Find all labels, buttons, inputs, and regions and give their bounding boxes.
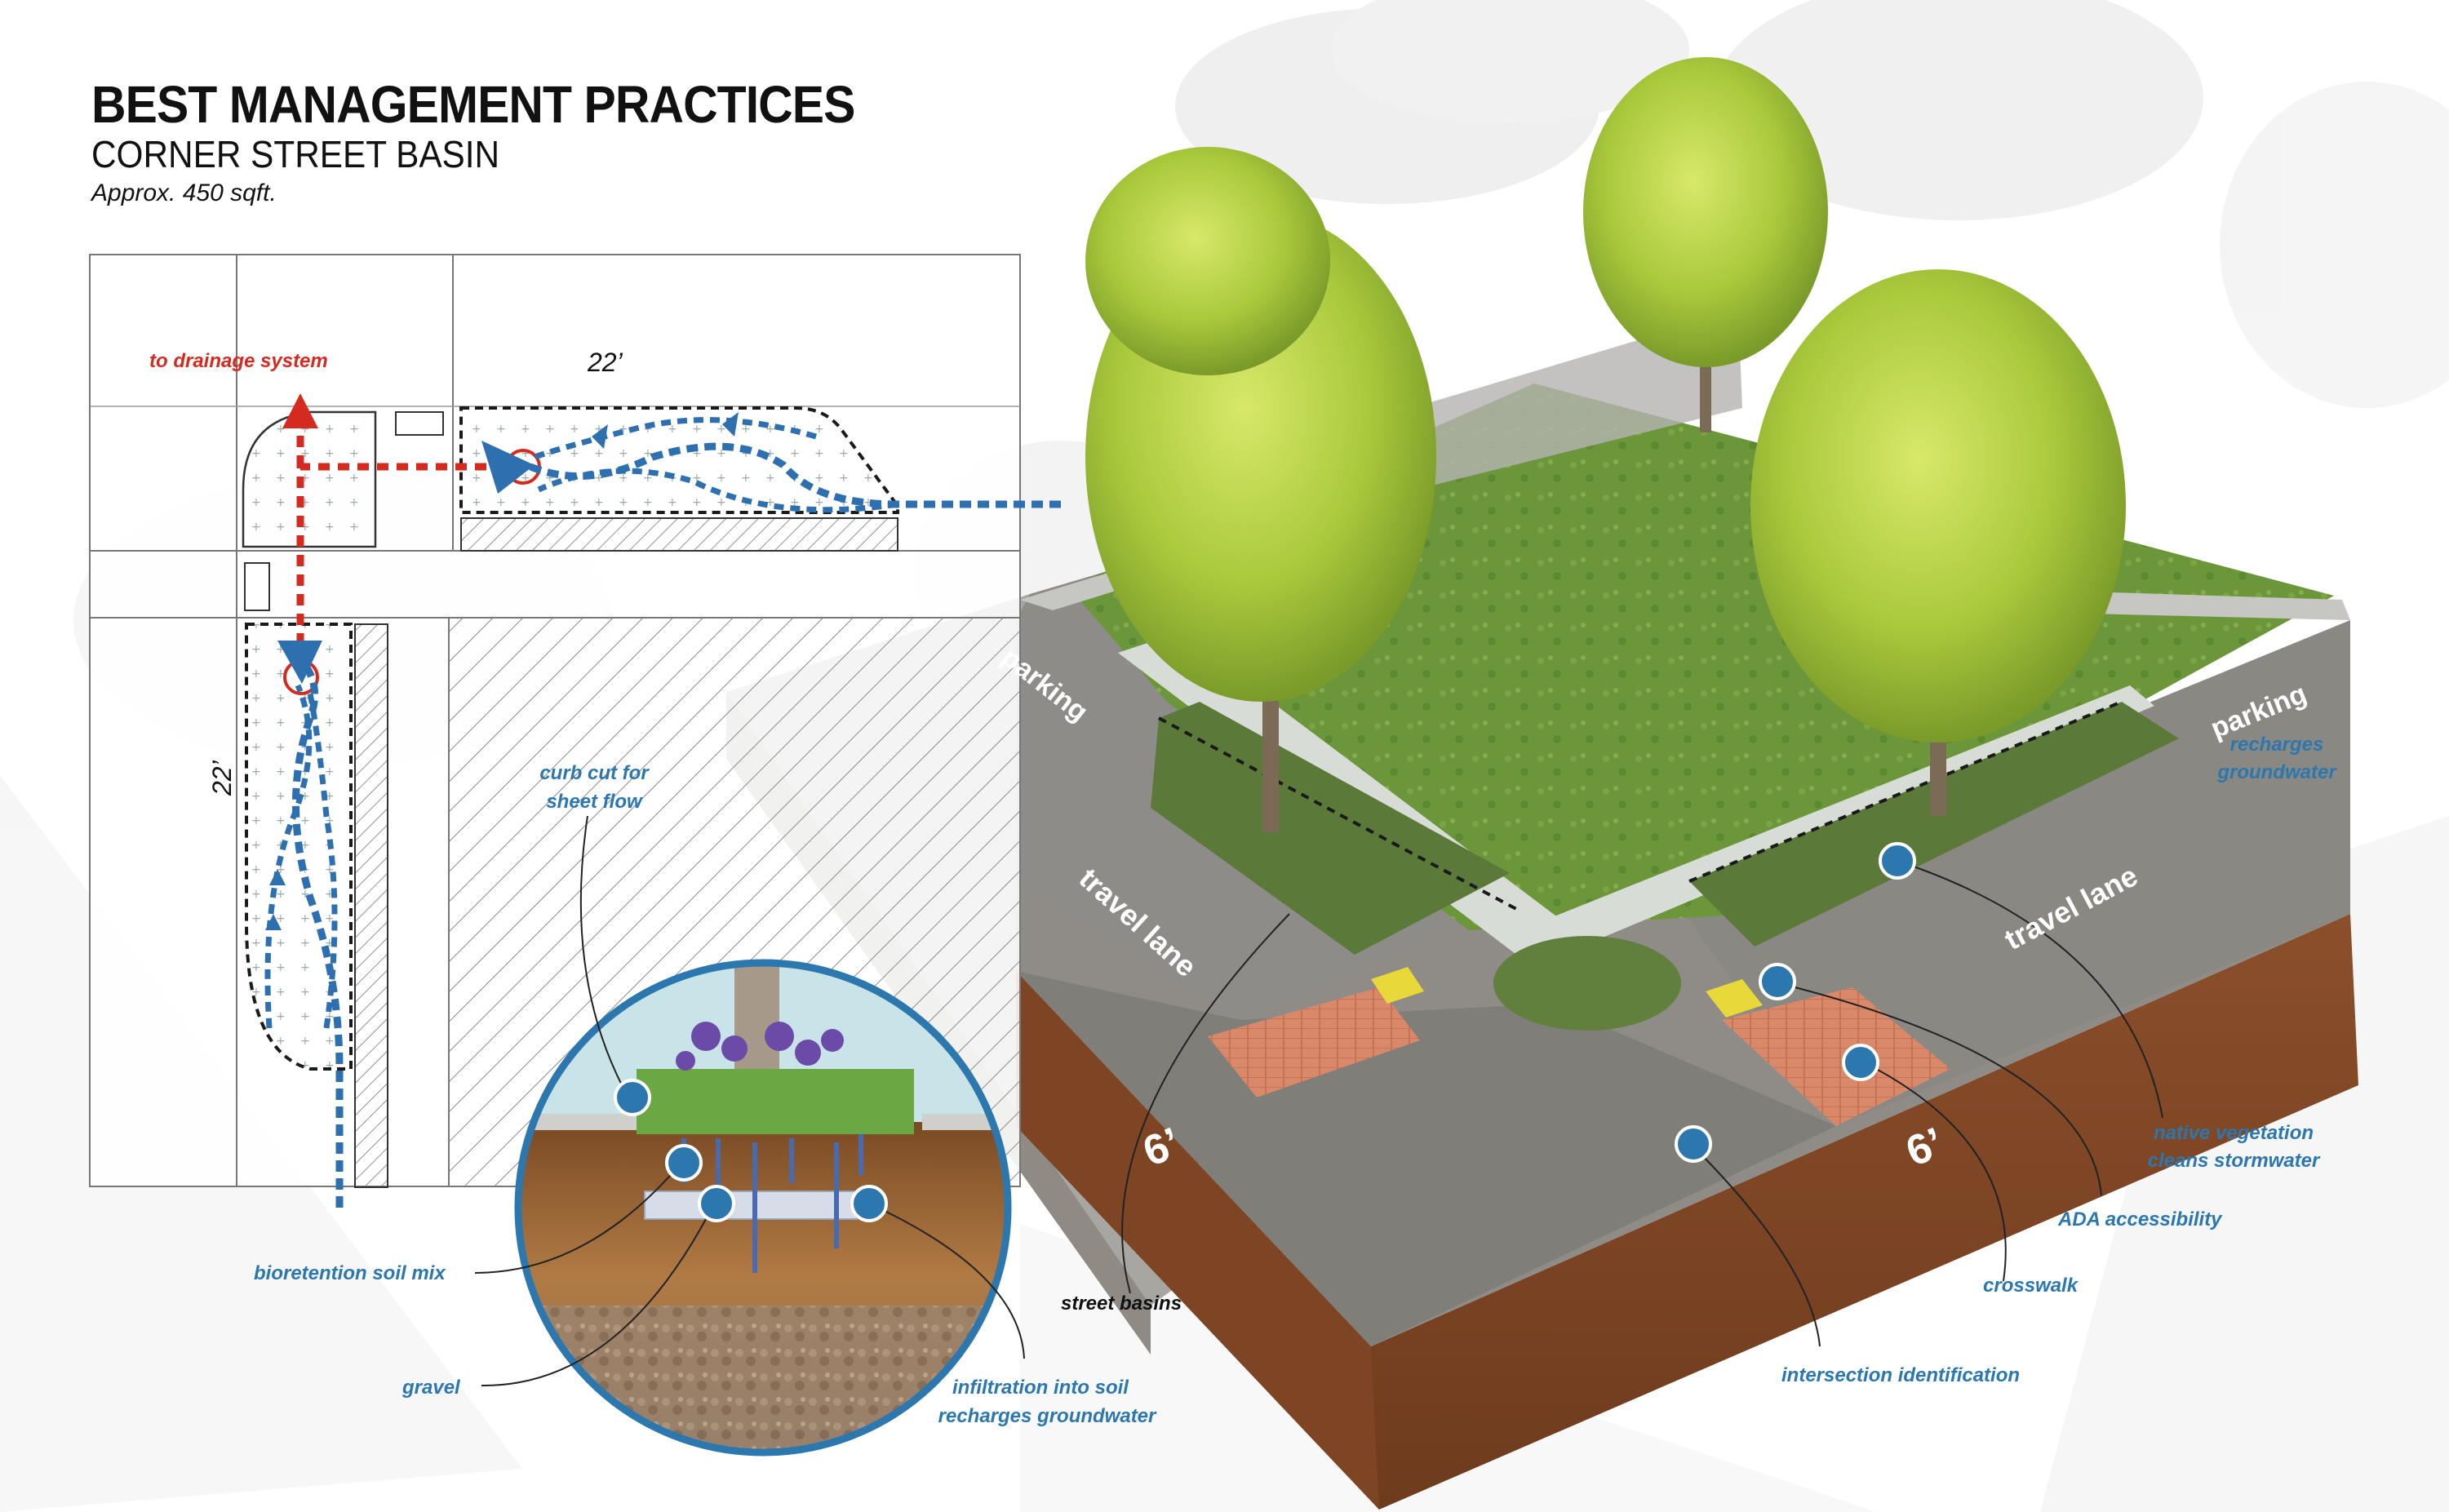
marker-bioretention	[665, 1144, 703, 1182]
marker-crosswalk	[1842, 1044, 1879, 1081]
marker-native-veg	[1879, 842, 1916, 880]
marker-infiltration	[850, 1185, 888, 1222]
label-native-veg-line1: native vegetation	[2154, 1122, 2314, 1144]
label-curb-cut-line2: sheet flow	[546, 791, 643, 813]
callout-labels: curb cut for sheet flow bioretention soi…	[254, 734, 2337, 1427]
leader-lines	[474, 815, 2163, 1387]
label-recharge-line2: groundwater	[2216, 761, 2337, 783]
callout-markers	[614, 842, 1916, 1222]
label-gravel: gravel	[402, 1377, 461, 1399]
label-infiltration-line1: infiltration into soil	[952, 1377, 1129, 1399]
label-infiltration-line2: recharges groundwater	[938, 1405, 1157, 1427]
trees	[1085, 57, 2126, 832]
label-bioretention: bioretention soil mix	[254, 1262, 446, 1284]
label-crosswalk: crosswalk	[1983, 1275, 2079, 1297]
area-note: Approx. 450 sqft.	[91, 180, 277, 206]
label-recharge-line1: recharges	[2230, 734, 2324, 756]
label-intersection: intersection identification	[1781, 1364, 2020, 1386]
drainage-label: to drainage system	[149, 350, 328, 372]
page-subtitle: CORNER STREET BASIN	[91, 133, 500, 175]
dimension-top: 22’	[587, 348, 623, 377]
plan-labels: to drainage system 22’ 22’	[149, 348, 623, 796]
marker-curb-cut	[614, 1079, 651, 1116]
label-curb-cut-line1: curb cut for	[539, 762, 650, 784]
marker-ada	[1759, 963, 1796, 1000]
dimension-left: 22’	[207, 760, 237, 796]
label-street-basins: street basins	[1061, 1293, 1182, 1315]
marker-intersection	[1675, 1125, 1712, 1163]
label-ada: ADA accessibility	[2057, 1208, 2223, 1230]
marker-gravel	[698, 1185, 735, 1222]
label-native-veg-line2: cleans stormwater	[2148, 1150, 2321, 1172]
page-title: BEST MANAGEMENT PRACTICES	[91, 75, 855, 134]
